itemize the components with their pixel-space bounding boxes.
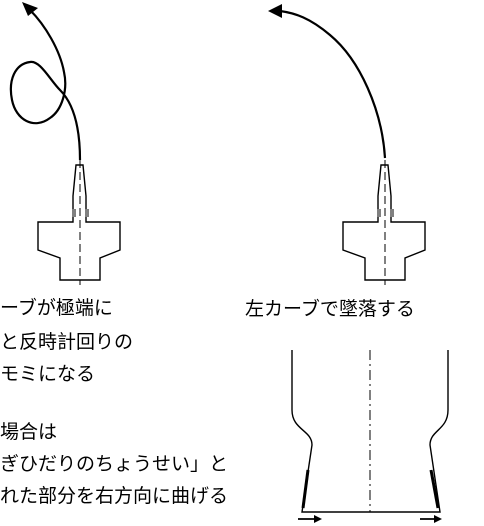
left-flight-path-loop (9, 9, 82, 161)
left-direction-arrowhead (314, 515, 322, 523)
bottom-caption-line-2: ぎひだりのちょうせい」と (0, 453, 229, 475)
right-path-arrowhead (268, 4, 282, 18)
enlarged-tail-detail (291, 350, 449, 523)
left-caption-line-2: と反時計回りの (0, 331, 134, 353)
left-caption-line-3: モミになる (0, 363, 96, 385)
right-direction-arrowhead (434, 515, 442, 523)
right-caption: 左カーブで墜落する (245, 298, 415, 320)
right-bent-edge (429, 469, 440, 509)
left-airplane (37, 160, 121, 285)
right-airplane (342, 160, 426, 285)
right-flight-path-curve (279, 9, 387, 159)
left-caption-line-1: ーブが極端に (0, 297, 113, 319)
bottom-caption-line-1: 場合は (0, 421, 58, 443)
left-bent-edge (301, 469, 310, 509)
bottom-caption-line-3: れた部分を右方向に曲げる (0, 485, 229, 507)
left-path-arrowhead (22, 2, 38, 16)
